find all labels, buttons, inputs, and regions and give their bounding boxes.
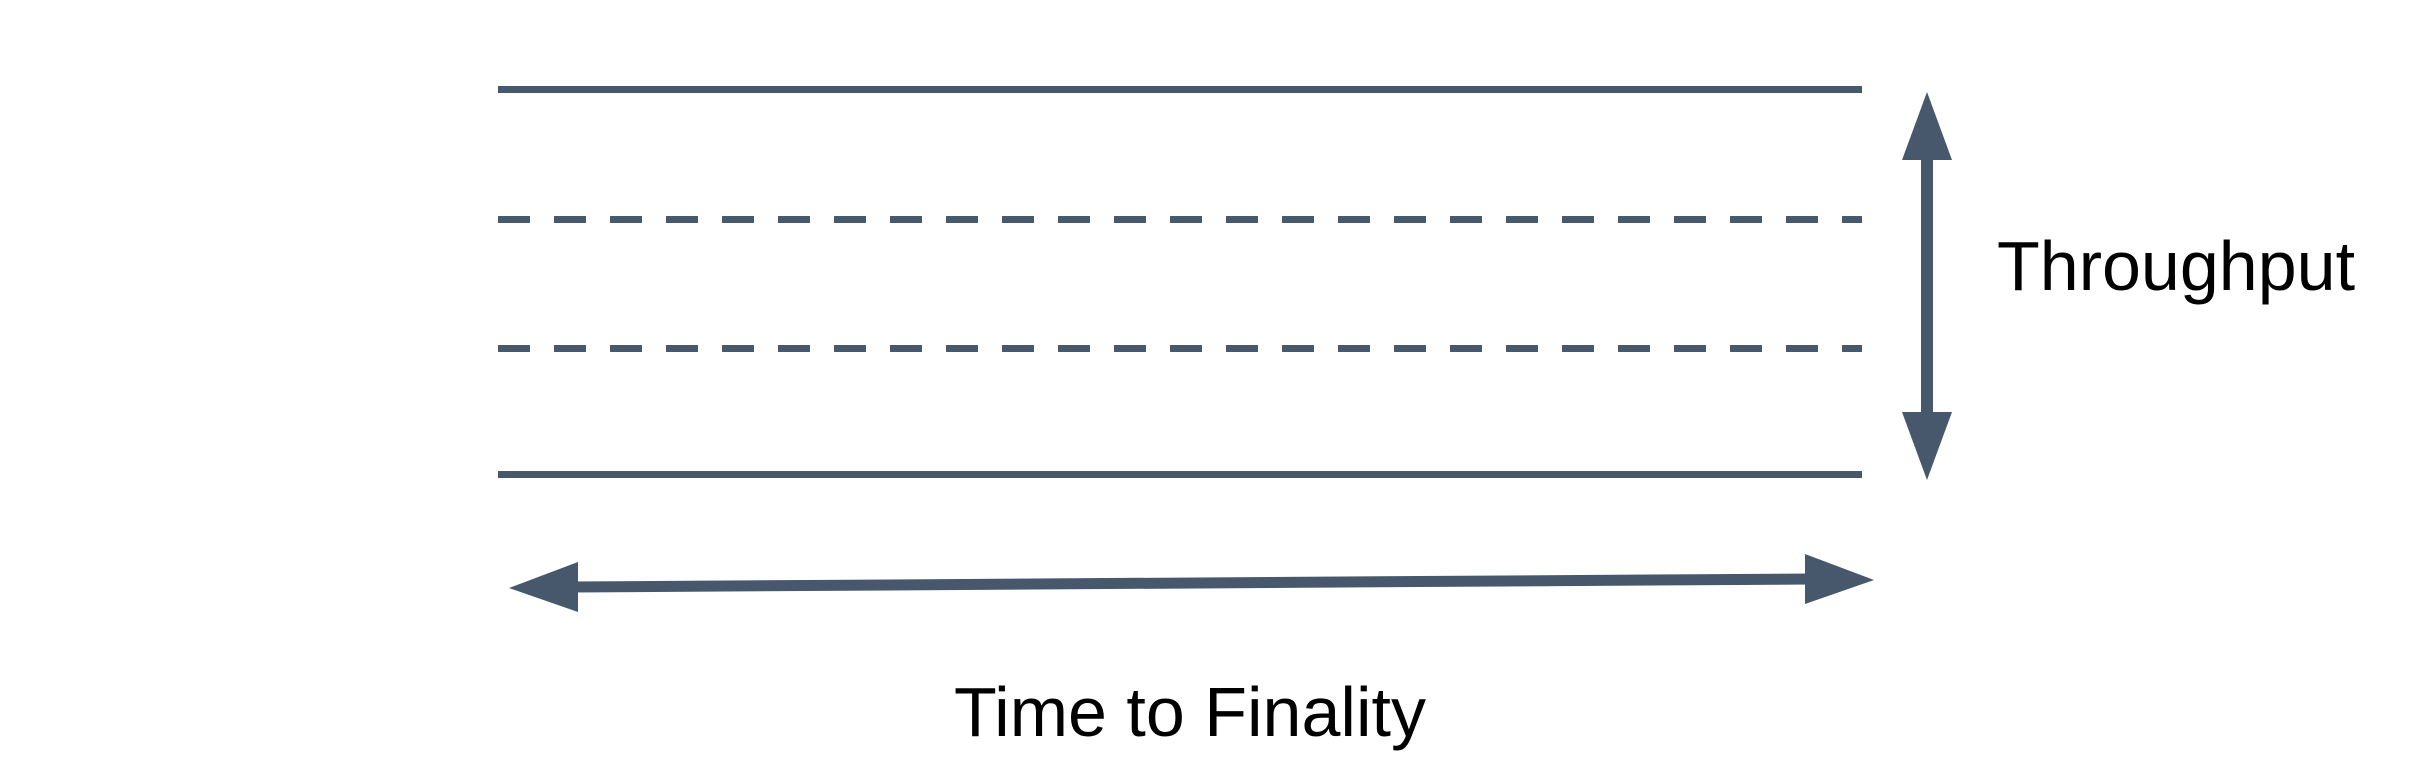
double-arrow-horizontal-icon [509, 554, 1874, 612]
horizontal-arrowhead-left [509, 562, 578, 612]
time-to-finality-label: Time to Finality [954, 673, 1426, 751]
vertical-arrowhead-top [1902, 92, 1952, 160]
double-arrow-vertical-icon [1902, 92, 1952, 480]
vertical-arrow-shaft [1921, 150, 1933, 424]
vertical-arrowhead-bottom [1902, 412, 1952, 480]
horizontal-arrow-shaft [571, 573, 1813, 593]
throughput-label: Throughput [1997, 227, 2356, 305]
bottom-solid-line [498, 471, 1862, 478]
top-solid-line [498, 86, 1862, 93]
horizontal-arrowhead-right [1805, 554, 1874, 604]
